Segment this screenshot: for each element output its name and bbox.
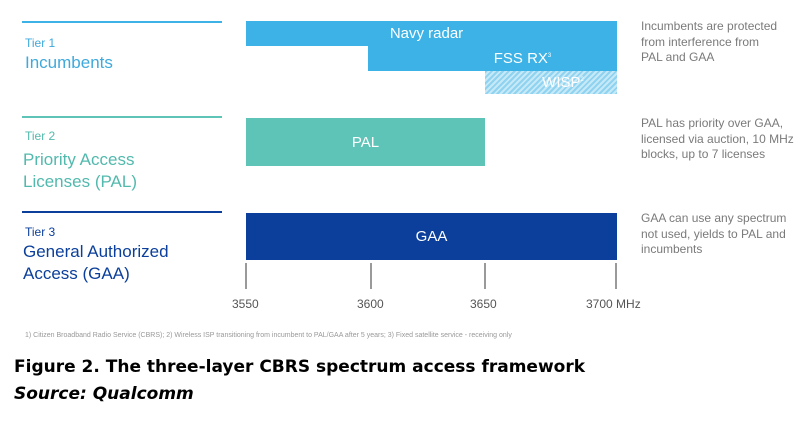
figure-source: Source: Qualcomm (14, 384, 194, 404)
bar-navy-radar-label: Navy radar (389, 25, 464, 42)
bar-navy-radar: Navy radar (246, 21, 617, 46)
axis-tick-3600 (370, 263, 372, 289)
tier3-divider (22, 211, 222, 213)
axis-tick-3650 (484, 263, 486, 289)
tier3-label: Tier 3 (25, 225, 56, 239)
tier2-divider (22, 116, 222, 118)
axis-label-3650: 3650 (470, 297, 497, 311)
tier2-note: PAL has priority over GAA, licensed via … (641, 116, 794, 161)
tier1-label: Tier 1 (25, 36, 56, 50)
figure-caption: Figure 2. The three-layer CBRS spectrum … (14, 357, 586, 377)
tier3-name: General Authorized Access (GAA) (23, 242, 169, 283)
bar-gaa-label: GAA (415, 228, 448, 245)
tier1-name-line: Incumbents (25, 53, 113, 72)
tier3-note: GAA can use any spectrum not used, yield… (641, 211, 787, 256)
bar-fss-rx: FSS RX3 (368, 46, 617, 71)
axis-label-3550: 3550 (232, 297, 259, 311)
axis-label-3700: 3700 MHz (586, 297, 641, 311)
tier1-divider (22, 21, 222, 23)
bar-wisp-label: WISP2 (542, 74, 584, 91)
bar-wisp: WISP2 (485, 71, 617, 94)
axis-label-3600: 3600 (357, 297, 384, 311)
bar-fss-rx-label: FSS RX3 (493, 50, 552, 67)
bar-gaa: GAA (246, 213, 617, 260)
tier2-name: Priority Access Licenses (PAL) (23, 150, 138, 191)
bar-pal: PAL (246, 118, 485, 166)
axis-tick-3700 (615, 263, 617, 289)
tier2-label: Tier 2 (25, 129, 56, 143)
footnote: 1) Citizen Broadband Radio Service (CBRS… (25, 332, 512, 339)
bar-pal-label: PAL (351, 133, 380, 151)
tier1-note: Incumbents are protected from interferen… (641, 19, 778, 64)
axis-tick-3550 (245, 263, 247, 289)
tier1-name: Incumbents (25, 52, 113, 74)
